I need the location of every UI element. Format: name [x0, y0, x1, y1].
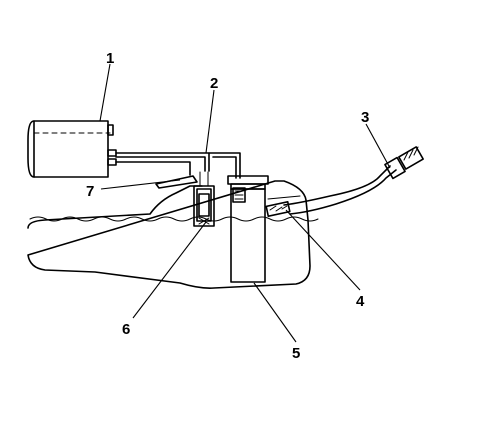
callout-3: 3	[361, 109, 369, 126]
callouts: 1 2 3 4 5 6 7	[86, 50, 369, 362]
evap-canister	[27, 120, 117, 178]
vent-valve	[155, 171, 215, 227]
callout-7: 7	[86, 183, 94, 200]
leader-lines	[99, 63, 391, 343]
callout-4: 4	[356, 293, 365, 310]
vapor-lines	[115, 152, 241, 179]
fuel-tank	[27, 180, 319, 289]
callout-1: 1	[106, 50, 114, 67]
callout-5: 5	[292, 345, 300, 362]
fuel-pump-module	[227, 175, 269, 283]
filler-pipe	[265, 146, 424, 217]
callout-2: 2	[210, 75, 218, 92]
callout-6: 6	[122, 321, 130, 338]
